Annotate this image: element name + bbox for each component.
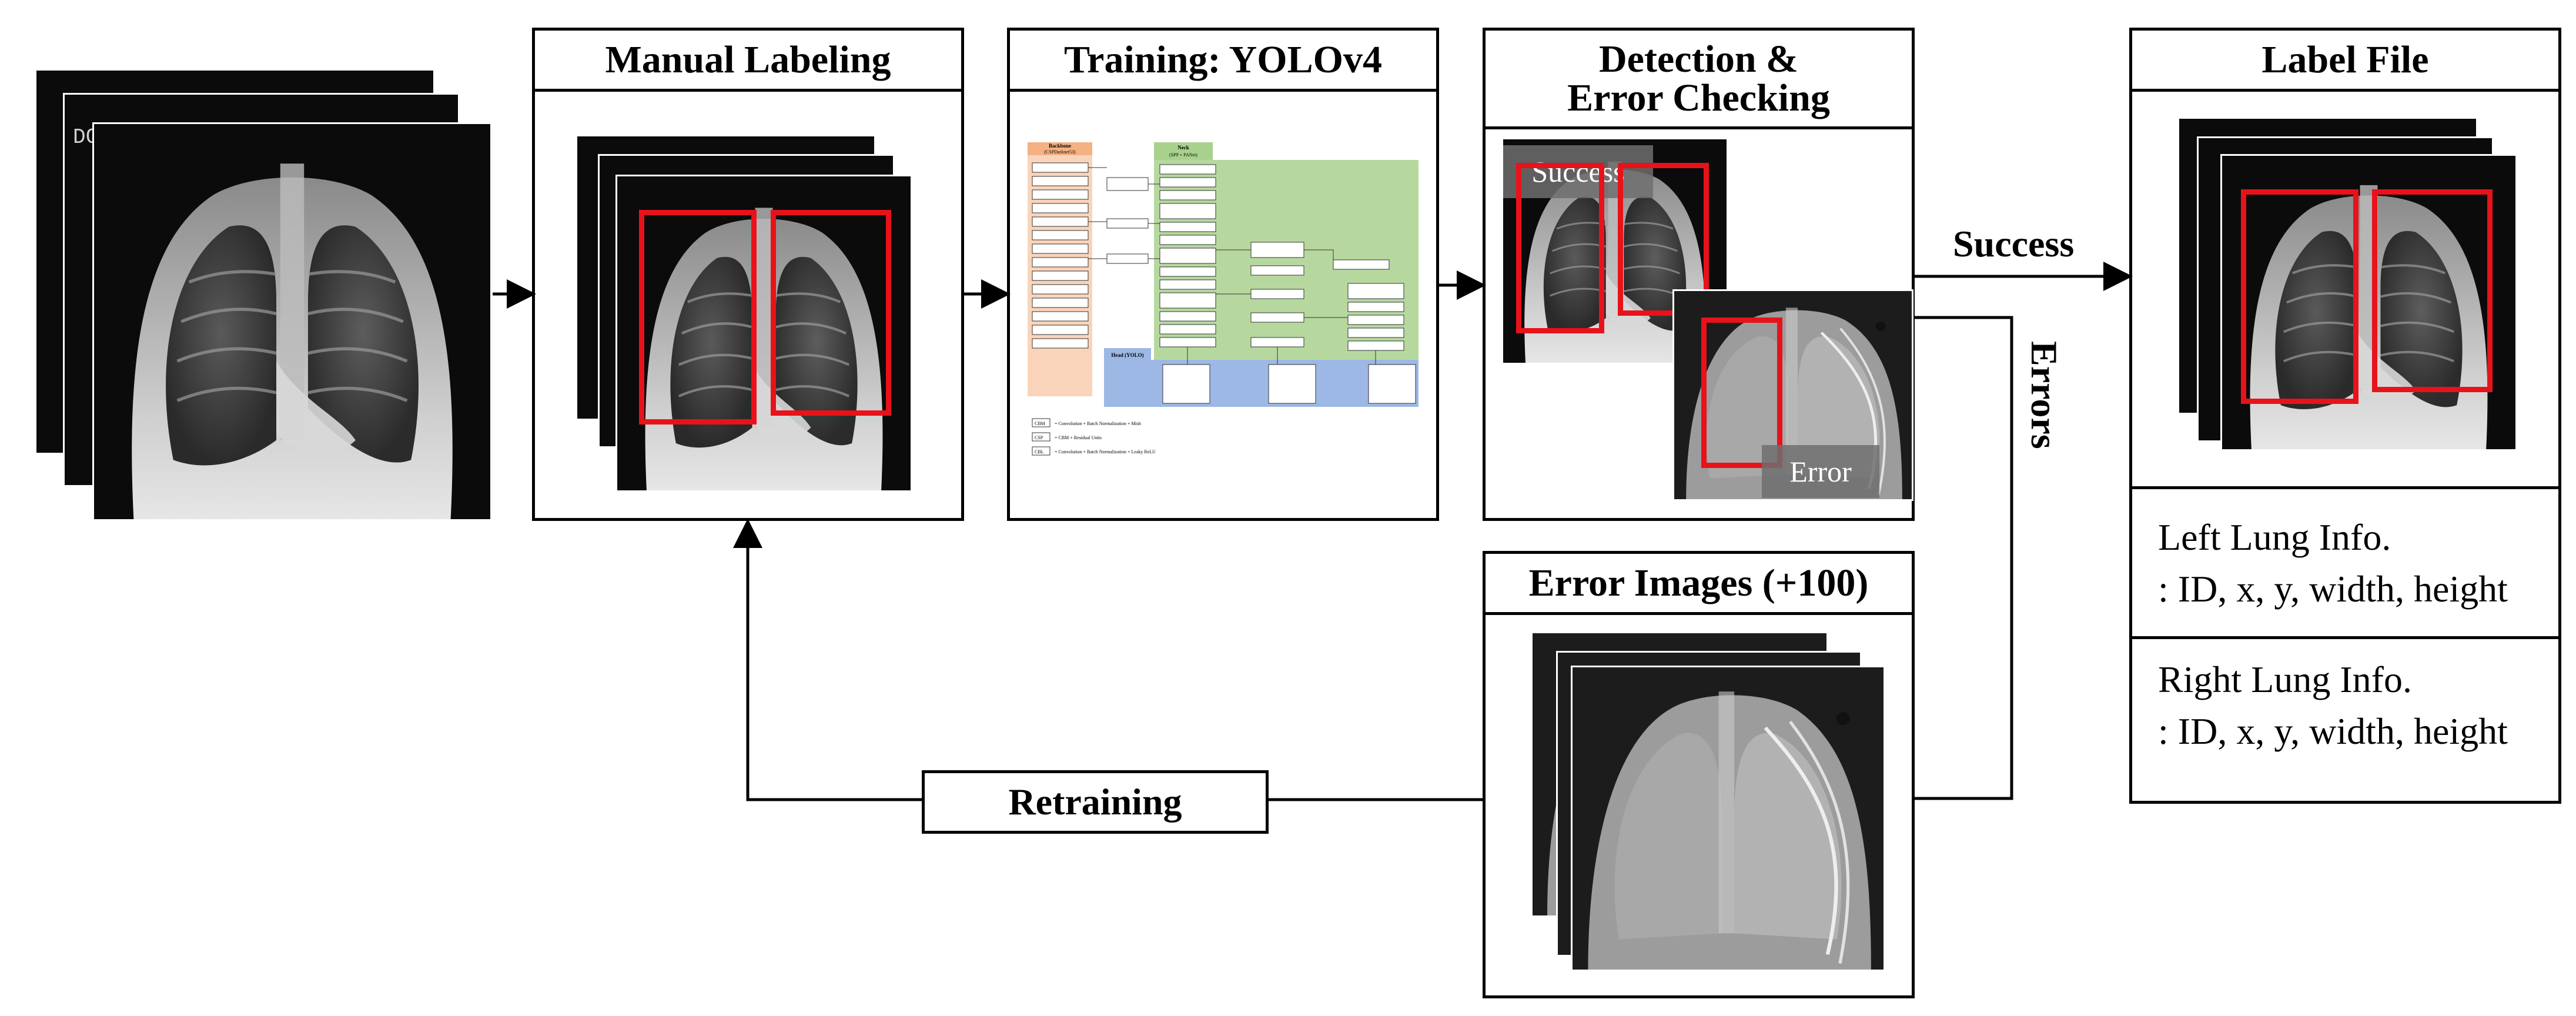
detection-title-line1: Detection & — [1598, 37, 1799, 81]
panel-label-file: Label File Left Lung Info. : ID, x, y, w… — [2129, 28, 2561, 804]
success-left-box — [1516, 163, 1604, 333]
error-overlay: Error — [1762, 445, 1879, 498]
detection-title-line2: Error Checking — [1567, 76, 1830, 119]
backbone-label: Backbone — [1049, 143, 1071, 149]
label-xray-front — [615, 175, 912, 492]
error-detection-box — [1701, 317, 1782, 468]
panel-error-images: Error Images (+100) — [1483, 551, 1915, 998]
panel-title: Error Images (+100) — [1486, 554, 1912, 615]
yolo-architecture-figure: Backbone (CSPDarknet53) Neck (SPP + PANe… — [1028, 142, 1419, 456]
legend-text-cbm: = Convolution + Batch Normalization + Mi… — [1055, 421, 1141, 426]
yolo-legend: CBM = Convolution + Batch Normalization … — [1032, 418, 1156, 456]
retraining-box: Retraining — [922, 770, 1269, 834]
training-title: Training: YOLOv4 — [1064, 38, 1382, 81]
right-lung-box — [771, 210, 891, 416]
legend-key-cbl: CBL — [1035, 449, 1044, 454]
errors-flow-label: Errors — [2023, 341, 2065, 449]
divider-middle — [2132, 636, 2558, 639]
left-lung-box — [639, 210, 757, 425]
yolo-connectors — [1088, 167, 1376, 365]
panel-title: Manual Labeling — [535, 31, 961, 92]
label-file-title: Label File — [2261, 38, 2429, 81]
right-lung-info-fields: : ID, x, y, width, height — [2158, 710, 2508, 752]
backbone-sublabel: (CSPDarknet53) — [1044, 149, 1076, 155]
backbone-blocks — [1032, 162, 1089, 349]
head-blocks — [1162, 364, 1416, 404]
panel-training: Training: YOLOv4 Backbone (CSPDarknet53)… — [1007, 28, 1439, 521]
panel-detection: Detection & Error Checking Success Error — [1483, 28, 1915, 521]
legend-text-csp: = CBM + Residual Units — [1055, 435, 1102, 440]
success-overlay: Success — [1503, 145, 1653, 198]
divider-top — [2132, 486, 2558, 489]
labelfile-right-box — [2372, 189, 2493, 392]
left-lung-info-title: Left Lung Info. — [2158, 516, 2391, 558]
right-lung-info-title: Right Lung Info. — [2158, 659, 2412, 700]
labelfile-left-box — [2241, 189, 2358, 404]
head-label: Head (YOLO) — [1111, 352, 1143, 358]
errors-connector — [1915, 316, 2013, 800]
legend-key-cbm: CBM — [1035, 421, 1045, 426]
manual-labeling-title: Manual Labeling — [605, 38, 891, 81]
arrow-up-icon — [733, 519, 922, 801]
panel-title: Label File — [2132, 31, 2558, 92]
panel-title: Detection & Error Checking — [1486, 31, 1912, 129]
legend-key-csp: CSP — [1035, 435, 1043, 440]
legend-text-cbl: = Convolution + Batch Normalization + Le… — [1055, 449, 1156, 454]
panel-title: Training: YOLOv4 — [1010, 31, 1436, 92]
panel-manual-labeling: Manual Labeling — [532, 28, 964, 521]
neck-blocks — [1106, 164, 1404, 351]
neck-sublabel: (SPP + PANet) — [1169, 152, 1197, 158]
error-stack-front — [1571, 666, 1885, 971]
error-images-title: Error Images (+100) — [1528, 561, 1869, 604]
success-flow-label: Success — [1953, 223, 2075, 265]
success-right-box — [1618, 163, 1709, 316]
input-xray-front — [92, 122, 492, 521]
left-lung-info-fields: : ID, x, y, width, height — [2158, 568, 2508, 610]
neck-label: Neck — [1177, 145, 1189, 151]
